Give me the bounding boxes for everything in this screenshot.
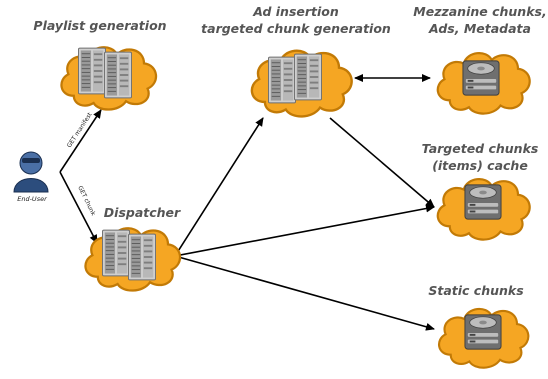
edge-dispatcher-to-static: [174, 255, 435, 331]
node-mezzanine-storage: Mezzanine chunks, Ads, Metadata: [413, 4, 547, 115]
edge-dispatcher-to-cache: [174, 204, 435, 257]
ad-insertion-title-line1: Ad insertion: [252, 4, 339, 19]
edge-adinsertion-to-cache: [329, 117, 435, 208]
edge-user-to-dispatcher: [59, 171, 98, 244]
mezzanine-title-line1: Mezzanine chunks,: [413, 4, 546, 19]
end-user: End-User: [13, 151, 49, 203]
edge-user-to-playlist: [59, 109, 102, 173]
node-dispatcher: Dispatcher: [84, 205, 182, 292]
edge-label-get-chunk: GET chunk: [76, 185, 97, 217]
mezzanine-title-line2: Ads, Metadata: [428, 21, 531, 36]
edge-dispatcher-to-adinsertion: [174, 117, 264, 257]
end-user-label: End-User: [17, 195, 48, 203]
user-icon: [13, 151, 49, 193]
dispatcher-title: Dispatcher: [104, 205, 181, 220]
static-chunks-title: Static chunks: [428, 283, 523, 298]
node-static-chunks: Static chunks: [428, 283, 530, 369]
edges: [59, 74, 435, 331]
targeted-cache-title-line2: (items) cache: [432, 158, 528, 173]
node-ad-insertion: Ad insertion targeted chunk generation: [201, 4, 391, 118]
ad-insertion-title-line2: targeted chunk generation: [201, 21, 391, 36]
node-targeted-chunks-cache: Targeted chunks (items) cache: [422, 141, 539, 241]
playlist-title: Playlist generation: [33, 18, 166, 33]
targeted-cache-title-line1: Targeted chunks: [422, 141, 539, 156]
node-playlist-generation: Playlist generation: [33, 18, 167, 111]
